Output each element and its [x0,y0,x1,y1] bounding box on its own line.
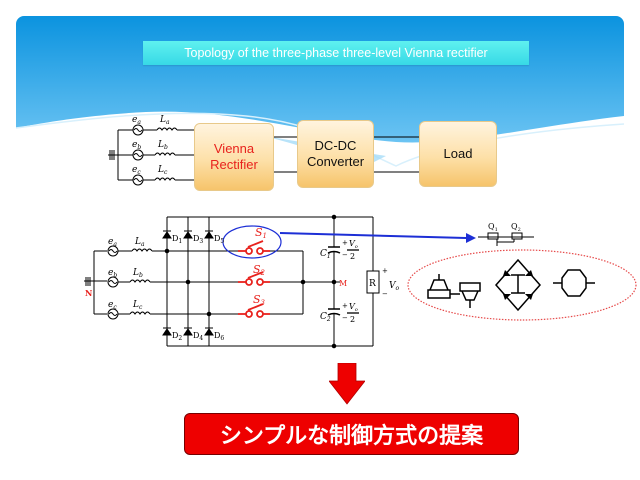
diode-d1-icon [162,231,172,239]
inductor-c-icon [154,177,176,181]
down-arrow-icon [329,363,365,405]
inductor-a-icon [156,127,178,131]
emf-a-label: ea [132,115,141,126]
diode-d5-icon [204,231,214,239]
circuit-inductor-a-icon [131,248,153,252]
inductor-b-label: Lb [157,140,168,151]
emf-b-label: eb [132,140,141,151]
arrow-head-icon [466,233,476,243]
diode-d4-icon [183,328,193,336]
circuit-inductor-b-label: Lb [132,268,143,279]
s1-highlight-ellipse [222,225,282,259]
bidirectional-switch-detail [478,232,534,246]
topology-variant-2-icon [495,258,541,312]
c2-vo-denominator: 2 [350,315,355,324]
diode-d3-icon [183,231,193,239]
block-label-line1: Load [443,146,473,161]
switch-s1-label: S1 [255,226,267,240]
transistor-q1-label: Q1 [488,222,498,233]
slide-title: Topology of the three-phase three-level … [143,41,529,65]
topology-variant-1-icon [427,274,481,308]
transistor-q1-icon [487,232,499,240]
c2-vo-numerator: Vo [349,302,358,313]
block-label-line1: Vienna [213,141,255,156]
block-label-line1: DC-DC [314,138,357,153]
load-label: R [369,279,376,289]
diode-d6-icon [204,328,214,336]
inductor-b-icon [154,152,176,156]
transistor-q2-label: Q2 [511,222,521,233]
capacitor-c2-label: C2 [320,312,331,323]
diode-d2-icon [162,328,172,336]
c2-minus-sign: − [342,314,348,322]
switch-alternatives-ellipse [407,249,637,321]
emf-c-label: ec [132,165,141,176]
switch-topology-variants [427,258,595,312]
vo-label: Vo [389,281,400,292]
c1-vo-denominator: 2 [350,252,355,261]
diode-d6-label: D6 [214,331,224,342]
vo-plus-sign: + [382,267,388,275]
diode-d4-label: D4 [193,331,203,342]
circuit-inductor-a-label: La [134,237,145,248]
circuit-emf-c-label: ec [108,300,117,311]
diode-d3-label: D3 [193,234,203,245]
topology-variant-3-icon [553,269,595,297]
capacitor-c1-label: C1 [320,249,331,260]
switch-s2-icon [247,271,264,279]
detail-link-arrow [279,232,467,239]
block-label-line2: Rectifier [210,157,258,172]
switch-s2-label: S2 [253,263,266,277]
circuit-emf-a-label: ea [108,237,117,248]
diode-d1-label: D1 [172,234,182,245]
inductor-c-label: Lc [157,165,168,176]
load-resistor-icon [366,270,380,294]
c1-minus-sign: − [342,251,348,259]
circuit-inductor-c-label: Lc [132,300,143,311]
switch-s3-label: S3 [253,293,266,307]
vo-minus-sign: − [382,290,388,298]
block-label-line2: Converter [306,154,365,169]
circuit-inductor-c-icon [129,311,151,315]
c1-vo-numerator: Vo [349,239,358,250]
c2-plus-sign: + [342,302,348,310]
neutral-label: N [85,288,92,298]
load-block: Load [419,121,497,187]
switch-s1-icon [247,240,264,248]
diode-d5-label: D5 [214,234,224,245]
inductor-a-label: La [159,115,170,126]
transistor-q2-icon [511,232,523,240]
circuit-inductor-b-icon [129,279,151,283]
switch-s3-icon [247,303,264,311]
proposal-banner: シンプルな制御方式の提案 [184,413,519,455]
c1-plus-sign: + [342,239,348,247]
circuit-emf-b-label: eb [108,268,117,279]
diode-d2-label: D2 [172,331,182,342]
midpoint-label: M [339,279,347,288]
